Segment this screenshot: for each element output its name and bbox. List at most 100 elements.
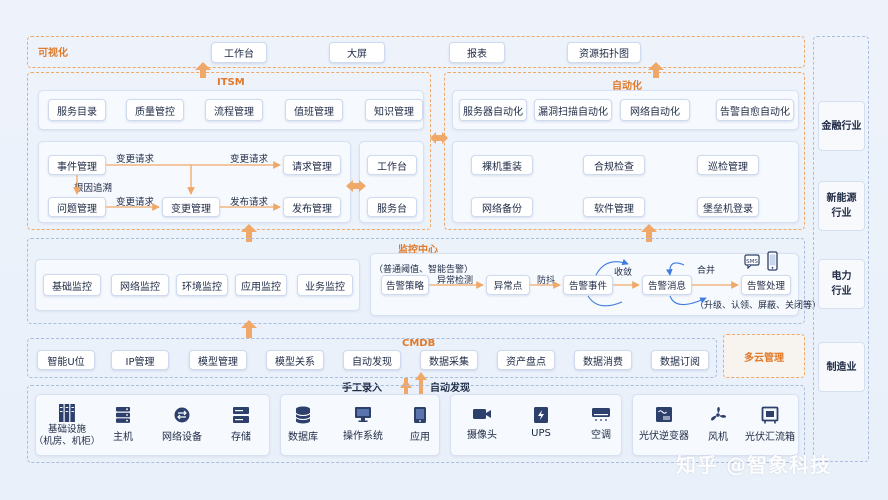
cmdb-data-consume[interactable]: 数据消费: [574, 350, 632, 370]
air-conditioner-icon: [592, 408, 610, 421]
flow-note-top: （普通阈值、智能告警）: [374, 265, 474, 275]
itsm-section: [27, 72, 431, 230]
cmdb-data-collect[interactable]: 数据采集: [420, 350, 478, 370]
monitor-network[interactable]: 网络监控: [111, 274, 169, 296]
device-inverter[interactable]: 光伏逆变器: [636, 406, 692, 442]
multicloud-label[interactable]: 多云管理: [744, 353, 784, 364]
cmdb-data-subscribe[interactable]: 数据订阅: [651, 350, 709, 370]
auto-inspection-mgmt[interactable]: 巡检管理: [697, 155, 759, 175]
monitor-icon: [355, 407, 371, 422]
cmdb-asset-inventory[interactable]: 资产盘点: [497, 350, 555, 370]
flow-alert-strategy[interactable]: 告警策略: [381, 275, 429, 295]
itsm-knowledge-mgmt[interactable]: 知识管理: [365, 99, 423, 121]
industries-section: [813, 36, 869, 462]
edge-label-root-cause: 根因追溯: [74, 183, 113, 194]
itsm-request-node[interactable]: 请求管理: [283, 155, 341, 175]
visualization-title: 可视化: [38, 48, 68, 59]
visualization-section: [27, 36, 805, 68]
itsm-process-mgmt[interactable]: 流程管理: [205, 99, 263, 121]
auto-network-automation[interactable]: 网络自动化: [620, 99, 690, 121]
auto-baremetal-reinstall[interactable]: 裸机重装: [471, 155, 533, 175]
device-combiner-box[interactable]: 光伏汇流箱: [742, 406, 798, 443]
device-label: 光伏逆变器: [639, 431, 689, 442]
device-label: 光伏汇流箱: [745, 432, 795, 443]
device-database[interactable]: 数据库: [283, 406, 323, 443]
fan-icon: [710, 407, 726, 421]
device-label: 存储: [231, 432, 251, 443]
itsm-event-node[interactable]: 事件管理: [48, 155, 106, 175]
svg-text:SMS: SMS: [746, 259, 758, 265]
itsm-workbench-button[interactable]: 工作台: [367, 155, 417, 175]
monitor-business[interactable]: 业务监控: [297, 274, 353, 296]
cmdb-auto-discovery[interactable]: 自动发现: [343, 350, 401, 370]
auto-compliance-check[interactable]: 合规检查: [583, 155, 645, 175]
itsm-service-desk-button[interactable]: 服务台: [367, 197, 417, 217]
flow-alert-handle[interactable]: 告警处理: [741, 275, 791, 295]
industry-manufacturing[interactable]: 制造业: [818, 342, 865, 392]
industry-new-energy[interactable]: 新能源 行业: [818, 181, 865, 231]
device-wind-turbine[interactable]: 风机: [702, 406, 734, 443]
flow-alert-event[interactable]: 告警事件: [563, 275, 613, 295]
edge-label-change-req-3: 变更请求: [116, 197, 155, 208]
flow-alert-message[interactable]: 告警消息: [642, 275, 692, 295]
itsm-duty-mgmt[interactable]: 值班管理: [285, 99, 343, 121]
flow-label-merge: 合并: [697, 266, 716, 276]
itsm-service-catalog[interactable]: 服务目录: [48, 99, 106, 121]
device-network[interactable]: 网络设备: [157, 406, 207, 443]
device-camera[interactable]: 摄像头: [462, 406, 502, 441]
auto-vuln-scan-automation[interactable]: 漏洞扫描自动化: [534, 99, 612, 121]
server-rack-icon: [59, 404, 75, 422]
device-label: 数据库: [288, 432, 318, 443]
vis-report-button[interactable]: 报表: [449, 42, 505, 63]
inverter-icon: [656, 407, 672, 422]
cmdb-model-relation[interactable]: 模型关系: [266, 350, 324, 370]
monitor-basic[interactable]: 基础监控: [43, 274, 101, 296]
auto-network-backup[interactable]: 网络备份: [471, 197, 533, 217]
device-infrastructure[interactable]: 基础设施 （机房、机柜）: [34, 403, 100, 448]
industry-power[interactable]: 电力 行业: [818, 259, 865, 309]
bidirectional-arrow-icon: [430, 130, 448, 144]
device-ups[interactable]: UPS: [526, 406, 556, 439]
device-label: 风机: [708, 432, 728, 443]
itsm-change-node[interactable]: 变更管理: [162, 197, 220, 217]
arrow-auto-to-vis-icon: [648, 62, 664, 78]
auto-discovery-label: 自动发现: [430, 383, 470, 394]
device-host[interactable]: 主机: [105, 406, 141, 443]
monitor-environment[interactable]: 环境监控: [176, 274, 228, 296]
itsm-release-node[interactable]: 发布管理: [283, 197, 341, 217]
auto-server-automation[interactable]: 服务器自动化: [459, 99, 527, 121]
flow-anomaly-point[interactable]: 异常点: [486, 275, 530, 295]
vis-topology-button[interactable]: 资源拓扑图: [567, 42, 641, 63]
device-label: 主机: [113, 432, 133, 443]
flow-note-bottom: （升级、认领、屏蔽、关闭等）: [695, 301, 822, 311]
auto-bastion-login[interactable]: 堡垒机登录: [697, 197, 759, 217]
cmdb-smart-u[interactable]: 智能U位: [37, 350, 95, 370]
industry-finance[interactable]: 金融行业: [818, 101, 865, 151]
monitoring-section: [27, 238, 805, 324]
device-os[interactable]: 操作系统: [338, 406, 388, 442]
device-label: 空调: [591, 430, 611, 441]
flow-label-jitter: 防抖: [537, 276, 556, 286]
bidirectional-arrow-icon: [346, 178, 366, 192]
auto-alert-selfheal[interactable]: 告警自愈自动化: [716, 99, 794, 121]
device-air-conditioner[interactable]: 空调: [585, 406, 617, 441]
automation-title: 自动化: [612, 81, 642, 92]
itsm-quality-control[interactable]: 质量管控: [126, 99, 184, 121]
device-storage[interactable]: 存储: [225, 406, 257, 443]
monitor-application[interactable]: 应用监控: [235, 274, 287, 296]
device-group-infra: [35, 394, 270, 456]
cmdb-ip-mgmt[interactable]: IP管理: [111, 350, 169, 370]
app-icon: [414, 407, 426, 423]
itsm-problem-node[interactable]: 问题管理: [48, 197, 106, 217]
cmdb-model-mgmt[interactable]: 模型管理: [189, 350, 247, 370]
device-application[interactable]: 应用: [404, 406, 436, 443]
vis-workbench-button[interactable]: 工作台: [211, 42, 267, 63]
device-group-facility: [450, 394, 622, 456]
vis-bigscreen-button[interactable]: 大屏: [329, 42, 385, 63]
device-group-energy: [632, 394, 799, 456]
server-icon: [116, 407, 130, 423]
auto-software-mgmt[interactable]: 软件管理: [583, 197, 645, 217]
device-group-software: [280, 394, 440, 456]
devices-section: [27, 385, 805, 463]
combiner-box-icon: [761, 406, 779, 424]
